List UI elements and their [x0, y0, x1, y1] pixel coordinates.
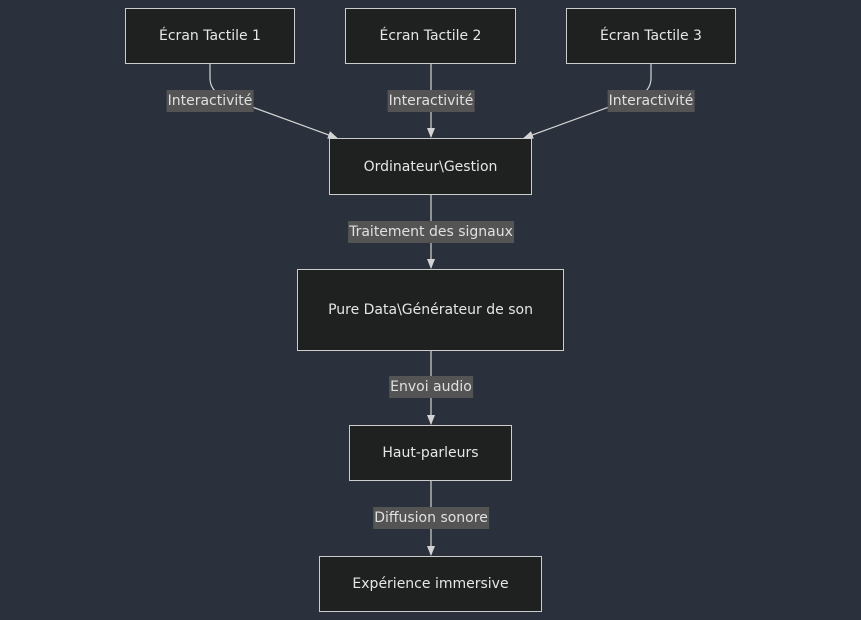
edge-label-traitement: Traitement des signaux	[348, 221, 514, 243]
node-label: Haut-parleurs	[382, 445, 479, 461]
node-label: Ordinateur\Gestion	[363, 158, 498, 175]
edge-label-diffusion: Diffusion sonore	[373, 507, 489, 529]
edge-label-envoi-audio: Envoi audio	[389, 376, 473, 398]
edge-label-interactivite-3: Interactivité	[607, 90, 695, 112]
node-label: Écran Tactile 2	[379, 28, 482, 44]
edge-label-interactivite-1: Interactivité	[166, 90, 254, 112]
node-ecran-tactile-1: Écran Tactile 1	[125, 8, 295, 64]
node-ecran-tactile-2: Écran Tactile 2	[345, 8, 516, 64]
node-label: Écran Tactile 1	[159, 28, 261, 44]
node-pure-data: Pure Data\Générateur de son	[297, 269, 564, 351]
node-ordinateur-gestion: Ordinateur\Gestion	[329, 138, 532, 195]
node-haut-parleurs: Haut-parleurs	[349, 425, 512, 481]
node-ecran-tactile-3: Écran Tactile 3	[566, 8, 736, 64]
edge-label-interactivite-2: Interactivité	[387, 90, 475, 112]
node-label: Pure Data\Générateur de son	[328, 302, 533, 318]
node-experience-immersive: Expérience immersive	[319, 556, 542, 612]
node-label: Écran Tactile 3	[600, 28, 702, 44]
node-label: Expérience immersive	[352, 576, 509, 592]
